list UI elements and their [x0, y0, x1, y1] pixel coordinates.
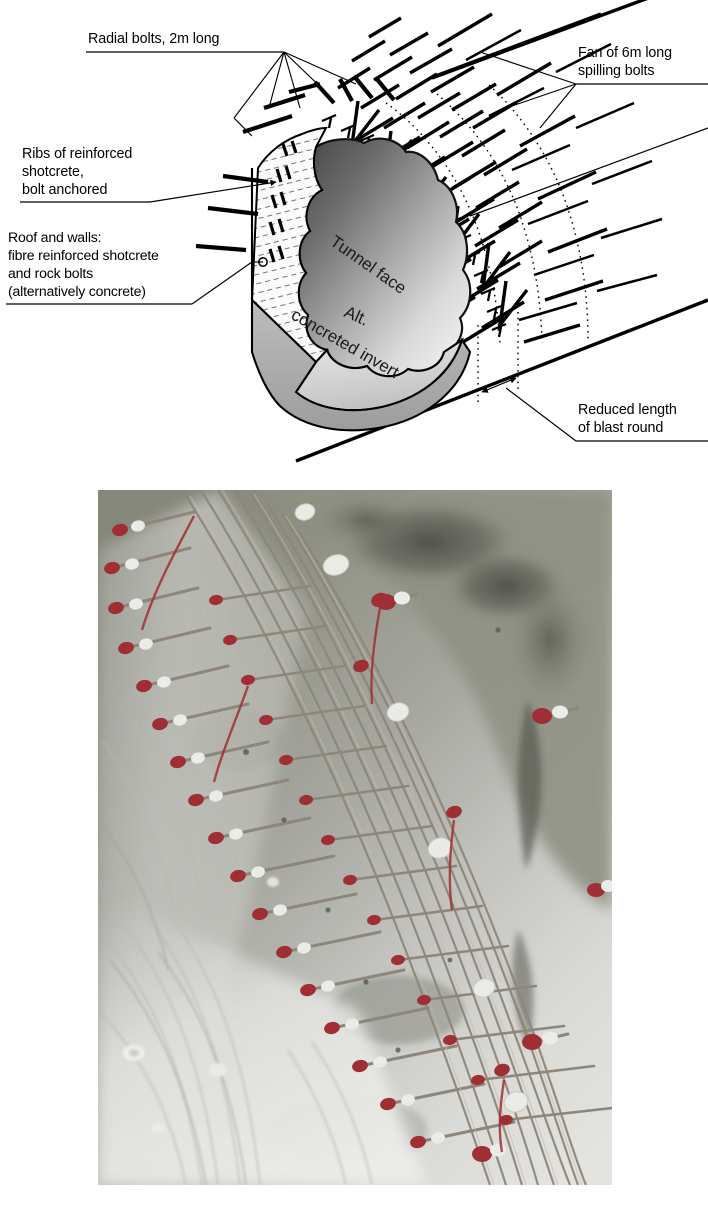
annotation-roof-line-1: fibre reinforced shotcrete [8, 247, 159, 263]
annotation-ribs-line-1: shotcrete, [22, 164, 84, 180]
bolt-red-ends [104, 523, 426, 1149]
annotation-blast-line-0: Reduced length [578, 402, 677, 418]
tunnel-body [250, 126, 472, 432]
annotation-radial-bolts: Radial bolts, 2m long [86, 31, 357, 137]
concreted-invert-front [250, 297, 472, 432]
red-paint-drips [140, 515, 506, 1153]
annotation-ribs-line-0: Ribs of reinforced [22, 146, 132, 162]
shotcrete-streaks [98, 715, 374, 1185]
bolt-row-spine [209, 584, 612, 1126]
bolts-right-face [376, 591, 612, 1162]
blast-round-dimension [477, 312, 519, 405]
radial-bolts [195, 74, 396, 253]
shotcrete-streaks-dark [98, 819, 247, 1185]
shotcrete-wall-lower [98, 890, 428, 1185]
spray-spots [123, 877, 279, 1133]
annotation-blast-line-1: of blast round [578, 420, 663, 436]
bolt-heads-white-large [294, 503, 529, 1113]
bolt-white-collars [125, 520, 445, 1144]
spiling-rod-bundle [185, 490, 588, 1185]
annotation-roof-and-walls: Roof and walls: fibre reinforced shotcre… [6, 229, 263, 305]
spiling-bolts-photograph [98, 490, 612, 1185]
shotcrete-ring-panel [250, 126, 329, 364]
annotation-roof-line-3: (alternatively concrete) [8, 283, 146, 299]
annotation-radial-bolts-line-0: Radial bolts, 2m long [88, 31, 220, 47]
tunnel-support-diagram: Radial bolts, 2m long Ribs of reinforced… [0, 0, 708, 478]
annotation-roof-line-0: Roof and walls: [8, 229, 101, 245]
annotation-reduced-blast-round: Reduced length of blast round [505, 387, 708, 442]
shotcrete-ribs [268, 140, 298, 263]
annotation-fan-line-1: spilling bolts [578, 63, 654, 79]
annotation-fan-line-0: Fan of 6m long [578, 45, 672, 61]
annotation-roof-line-2: and rock bolts [8, 265, 93, 281]
annotation-ribs-line-2: bolt anchored [22, 182, 107, 198]
annotation-ribs: Ribs of reinforced shotcrete, bolt ancho… [20, 146, 277, 203]
drill-holes [243, 627, 501, 1053]
annotation-fan-spiling-bolts: Fan of 6m long spilling bolts [479, 45, 708, 129]
